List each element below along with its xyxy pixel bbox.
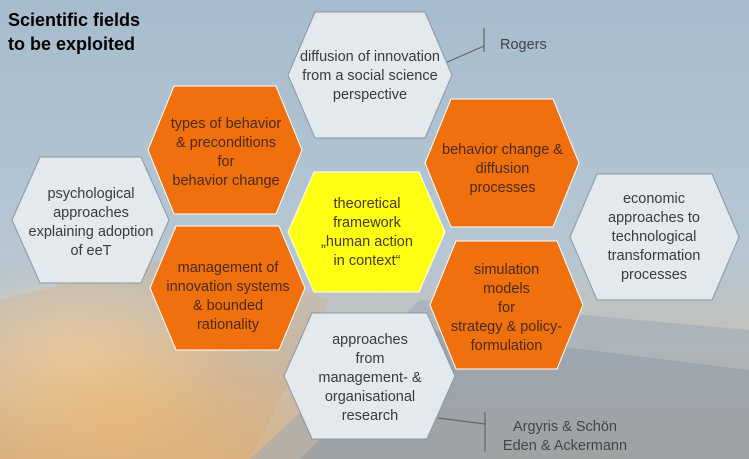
- label-diffusion: diffusion of innovation from a social sc…: [299, 48, 440, 103]
- hexagon-economic: [569, 173, 740, 301]
- label-types-behavior: types of behavior & preconditions for be…: [170, 116, 282, 189]
- hexagon-types-behavior: [147, 85, 303, 215]
- hexagon-simulation: [429, 240, 584, 370]
- hexagon-diffusion: [287, 11, 453, 139]
- reference-rogers: Rogers: [500, 37, 547, 53]
- hexagon-psychological: [11, 156, 170, 284]
- label-psychological: psychological approaches explaining adop…: [28, 186, 154, 259]
- label-approaches-management: approaches from management- & organisati…: [318, 331, 422, 424]
- reference-argyris: Argyris & Schön Eden & Ackermann: [502, 419, 628, 454]
- hexagon-management-innovation: [149, 225, 306, 351]
- label-economic: economic approaches to technological tra…: [607, 190, 701, 283]
- connector-rogers: [444, 28, 485, 64]
- label-theoretical: theoretical framework „human action in c…: [321, 196, 413, 269]
- label-behavior-change: behavior change & diffusion processes: [442, 141, 563, 196]
- hexagon-theoretical: [287, 171, 446, 293]
- hexagon-approaches-management: [283, 312, 456, 440]
- connector-argyris: [437, 412, 486, 452]
- hexagon-behavior-change: [424, 98, 580, 228]
- page-title: Scientific fields to be exploited: [8, 10, 141, 54]
- label-management-innovation: management of innovation systems & bound…: [166, 260, 290, 333]
- label-simulation: simulation models for strategy & policy-…: [450, 261, 563, 354]
